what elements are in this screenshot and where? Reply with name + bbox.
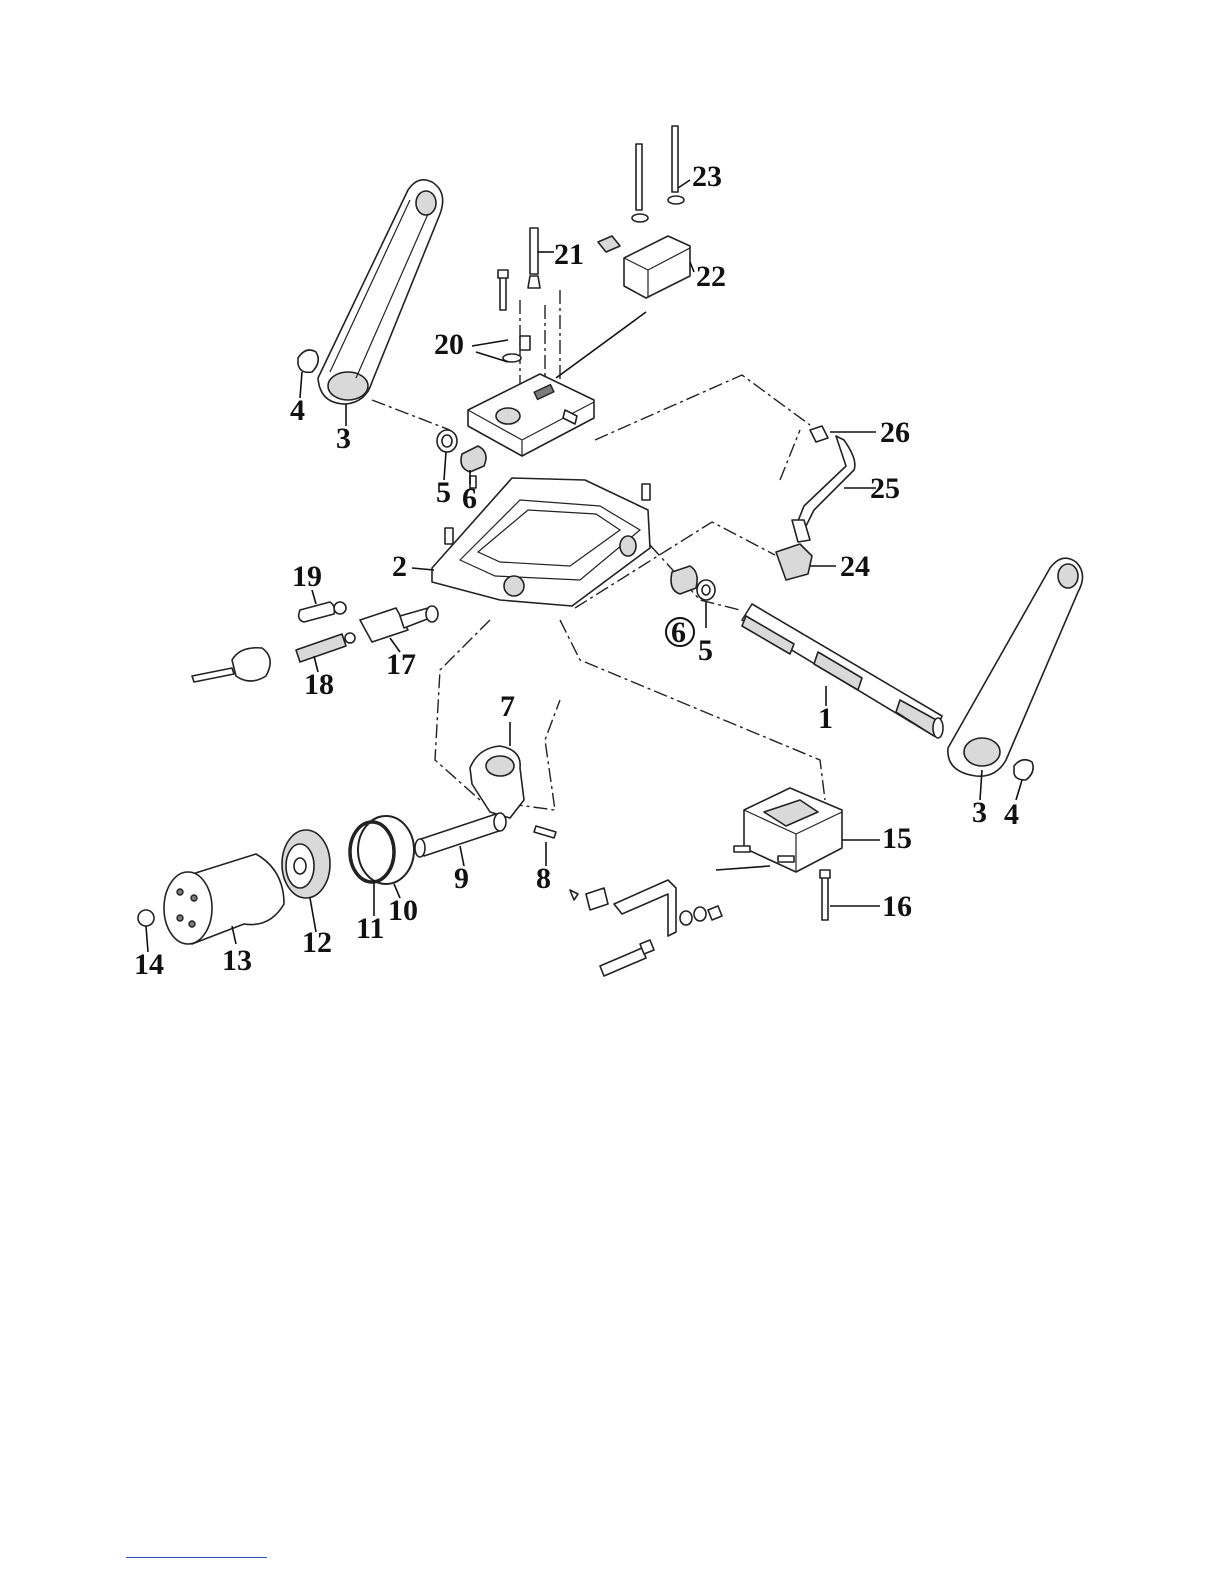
lift-arm-right bbox=[948, 558, 1083, 776]
callout-6-right: 6 bbox=[671, 616, 686, 649]
callout-12: 12 bbox=[302, 926, 332, 959]
top-cover-plate bbox=[468, 336, 594, 456]
callout-26: 26 bbox=[880, 416, 910, 449]
callout-3-left: 3 bbox=[336, 422, 351, 455]
linkage-hardware bbox=[570, 880, 722, 976]
callout-4-left: 4 bbox=[290, 394, 305, 427]
callout-3-right: 3 bbox=[972, 796, 987, 829]
callout-4-right: 4 bbox=[1004, 798, 1019, 831]
callout-2: 2 bbox=[392, 550, 407, 583]
callout-16: 16 bbox=[882, 890, 912, 923]
callout-21: 21 bbox=[554, 238, 584, 271]
callout-23: 23 bbox=[692, 160, 722, 193]
callout-15: 15 bbox=[882, 822, 912, 855]
valve-block bbox=[734, 788, 842, 920]
cross-shaft bbox=[742, 604, 943, 738]
callout-10: 10 bbox=[388, 894, 418, 927]
footer-rule bbox=[126, 1557, 267, 1558]
callout-8: 8 bbox=[536, 862, 551, 895]
exploded-parts-diagram: 1 2 3 3 4 4 5 5 6 6 7 8 9 10 11 12 13 14… bbox=[0, 0, 1224, 1000]
callout-11: 11 bbox=[356, 912, 384, 945]
lift-arm-left bbox=[318, 180, 443, 404]
callout-1: 1 bbox=[818, 702, 833, 735]
callout-19: 19 bbox=[292, 560, 322, 593]
callout-14: 14 bbox=[134, 948, 164, 981]
callout-5-right: 5 bbox=[698, 634, 713, 667]
callout-6-right-circled: 6 bbox=[666, 616, 694, 649]
lift-cylinder bbox=[138, 854, 284, 944]
snap-ring-right bbox=[1014, 760, 1033, 780]
piston-rings bbox=[350, 816, 414, 884]
callout-24: 24 bbox=[840, 550, 870, 583]
callout-13: 13 bbox=[222, 944, 252, 977]
top-fittings bbox=[498, 126, 690, 310]
callout-6-left: 6 bbox=[462, 482, 477, 515]
snap-ring-left bbox=[298, 350, 318, 372]
callout-5-left: 5 bbox=[436, 476, 451, 509]
callout-7: 7 bbox=[500, 690, 515, 723]
callout-20: 20 bbox=[434, 328, 464, 361]
callout-9: 9 bbox=[454, 862, 469, 895]
piston bbox=[282, 830, 330, 898]
callout-25: 25 bbox=[870, 472, 900, 505]
callout-22: 22 bbox=[696, 260, 726, 293]
seal-bushing-right bbox=[671, 566, 715, 600]
callout-17: 17 bbox=[386, 648, 416, 681]
callout-18: 18 bbox=[304, 668, 334, 701]
